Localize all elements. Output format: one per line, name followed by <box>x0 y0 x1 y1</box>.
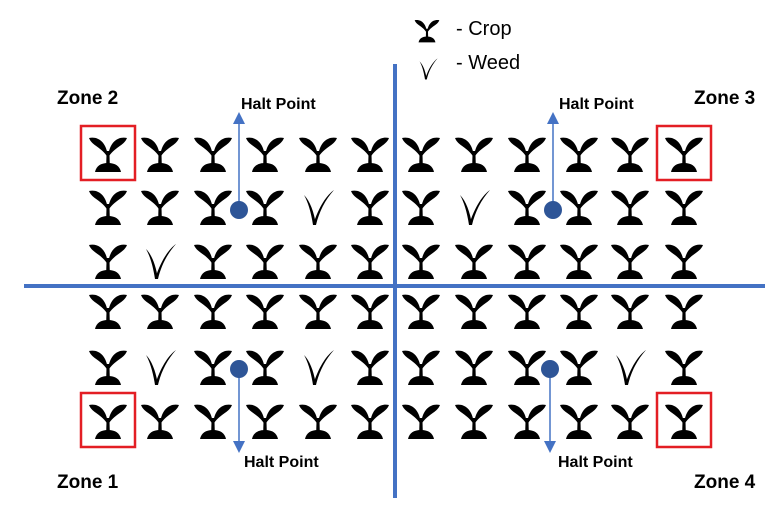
crop-icon <box>246 137 284 172</box>
crop-icon <box>402 190 440 225</box>
crop-icon <box>351 190 389 225</box>
crop-icon <box>194 294 232 329</box>
crop-icon <box>402 244 440 279</box>
highlight-box <box>655 391 713 449</box>
crop-icon <box>508 404 546 439</box>
highlight-box <box>79 124 137 182</box>
zone-1-label: Zone 1 <box>57 472 119 493</box>
legend-crop-label: - Crop <box>456 18 512 40</box>
crop-icon <box>141 404 179 439</box>
crop-icon <box>455 350 493 385</box>
highlight-box <box>655 124 713 182</box>
crop-icon <box>665 294 703 329</box>
crop-icon <box>455 244 493 279</box>
crop-icon <box>508 244 546 279</box>
halt-point-label-zone1: Halt Point <box>244 454 319 471</box>
crop-icon <box>194 404 232 439</box>
crop-icon <box>299 294 337 329</box>
crop-icon <box>89 404 127 439</box>
crop-icon <box>299 244 337 279</box>
crop-icon <box>508 190 546 225</box>
crop-icon <box>194 244 232 279</box>
crop-icon <box>455 137 493 172</box>
zone-4-label: Zone 4 <box>694 472 756 493</box>
crop-icon <box>665 404 703 439</box>
crop-icon <box>560 404 598 439</box>
weed-icon <box>460 190 490 225</box>
crop-icon <box>402 404 440 439</box>
highlight-box <box>79 391 137 449</box>
crop-icon <box>560 294 598 329</box>
crop-icon <box>351 350 389 385</box>
crop-icon <box>299 137 337 172</box>
weed-icon <box>616 350 646 385</box>
legend-weed-icon <box>419 58 438 80</box>
halt-point-label-zone4: Halt Point <box>558 454 633 471</box>
crop-icon <box>402 350 440 385</box>
crop-icon <box>455 404 493 439</box>
crop-icon <box>665 137 703 172</box>
weed-icon <box>146 244 176 279</box>
zone-3-label: Zone 3 <box>694 88 756 109</box>
crop-icon <box>560 190 598 225</box>
halt-point-label-zone3: Halt Point <box>559 96 634 113</box>
crop-icon <box>89 137 127 172</box>
crop-icon <box>560 244 598 279</box>
crop-icon <box>194 350 232 385</box>
crop-icon <box>351 137 389 172</box>
halt-point-label-zone2: Halt Point <box>241 96 316 113</box>
crop-icon <box>560 137 598 172</box>
weed-icon <box>146 350 176 385</box>
zone-2-label: Zone 2 <box>57 88 119 109</box>
halt-marker-zone2 <box>230 201 248 219</box>
legend-crop-icon <box>414 20 440 43</box>
crop-icon <box>611 294 649 329</box>
halt-marker-zone4 <box>541 360 559 378</box>
crop-icon <box>455 294 493 329</box>
crop-icon <box>351 244 389 279</box>
crop-icon <box>194 137 232 172</box>
crop-icon <box>194 190 232 225</box>
crop-icon <box>611 404 649 439</box>
crop-icon <box>89 190 127 225</box>
crop-icon <box>560 350 598 385</box>
crop-icon <box>246 190 284 225</box>
weed-icon <box>304 190 334 225</box>
crop-icon <box>246 294 284 329</box>
crop-icon <box>246 404 284 439</box>
crop-icon <box>611 137 649 172</box>
halt-marker-zone1 <box>230 360 248 378</box>
crop-icon <box>246 350 284 385</box>
crop-icon <box>89 294 127 329</box>
crop-icon <box>141 137 179 172</box>
crop-icon <box>351 294 389 329</box>
crop-icon <box>299 404 337 439</box>
crop-icon <box>246 244 284 279</box>
crop-icon <box>351 404 389 439</box>
crop-icon <box>402 294 440 329</box>
crop-icon <box>665 350 703 385</box>
crop-icon <box>665 244 703 279</box>
crop-icon <box>402 137 440 172</box>
crop-icon <box>611 190 649 225</box>
crop-icon <box>508 294 546 329</box>
crop-icon <box>89 244 127 279</box>
crop-icon <box>508 350 546 385</box>
crop-icon <box>141 190 179 225</box>
crop-icon <box>508 137 546 172</box>
legend-weed-label: - Weed <box>456 52 521 74</box>
crop-icon <box>665 190 703 225</box>
crop-icon <box>611 244 649 279</box>
weed-icon <box>304 350 334 385</box>
crop-icon <box>141 294 179 329</box>
halt-marker-zone3 <box>544 201 562 219</box>
crop-icon <box>89 350 127 385</box>
